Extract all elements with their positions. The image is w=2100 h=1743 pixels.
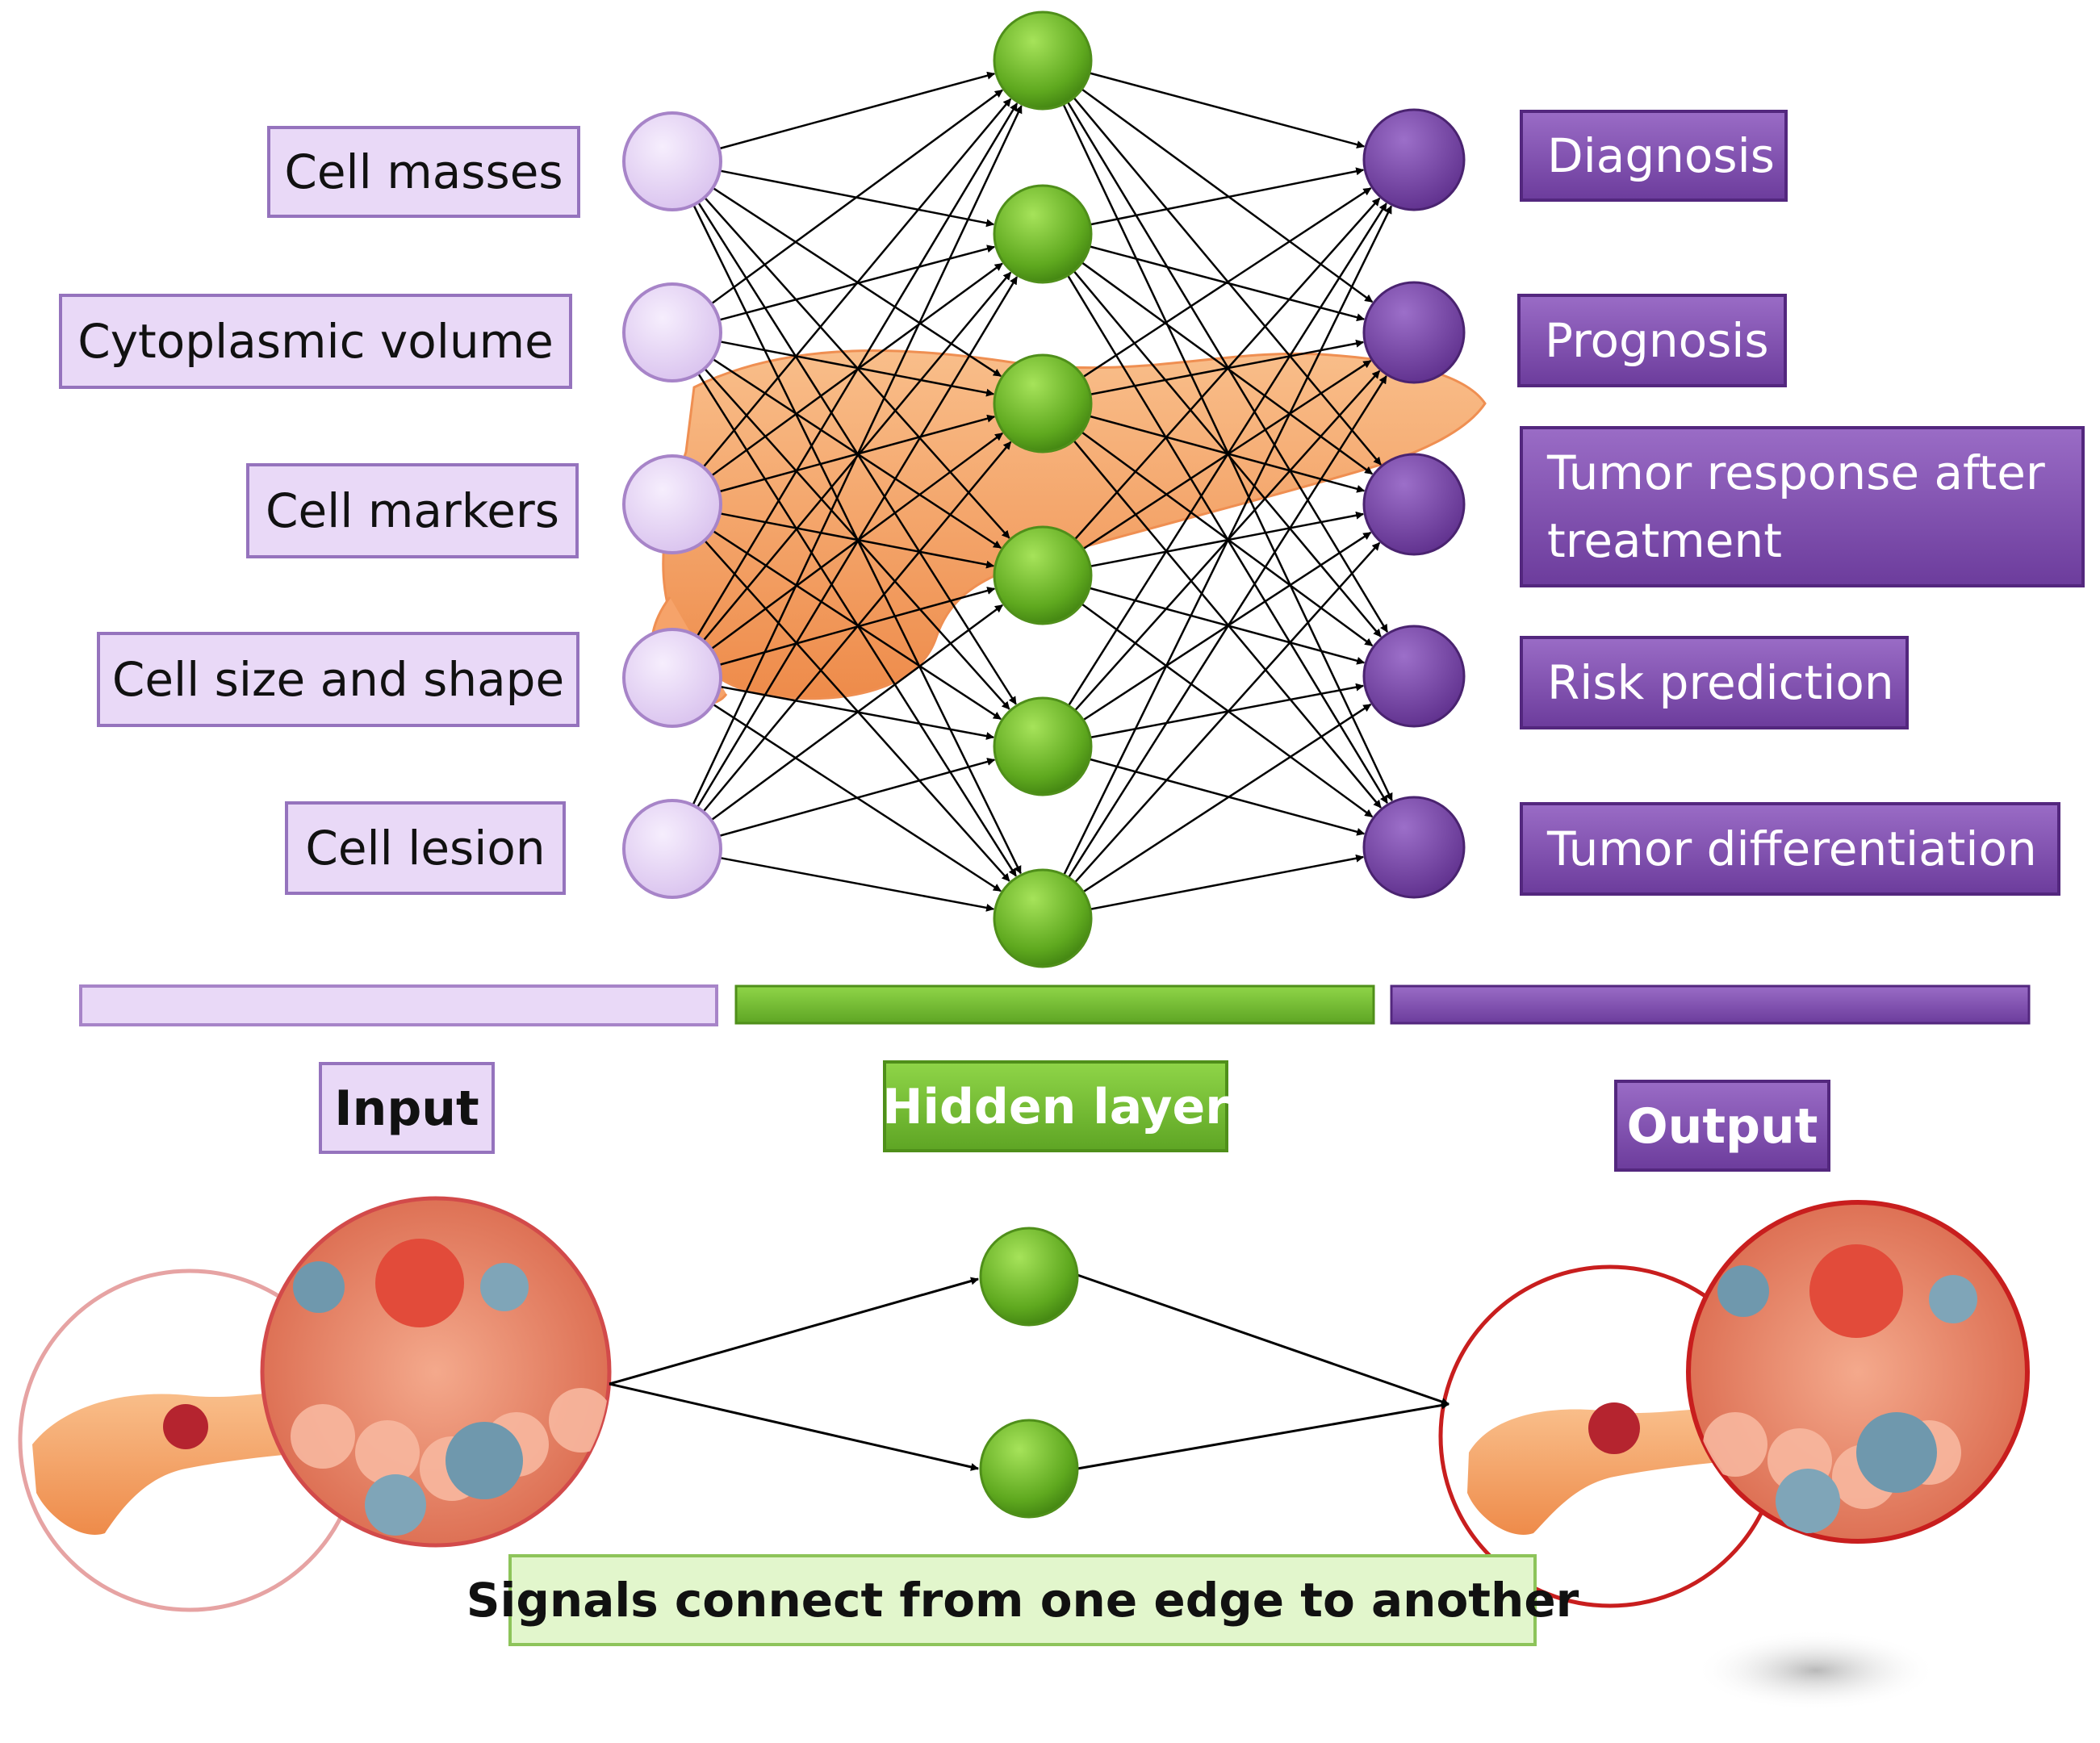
hidden-node [993,353,1093,454]
output-node [1362,453,1466,556]
output-result-label: Risk prediction [1520,636,1909,729]
output-tissue-illustration [1438,1200,2030,1711]
input-node [622,111,722,211]
hidden-node [993,868,1093,968]
hidden-node [993,184,1093,284]
input-hidden-edge [692,105,1023,806]
output-legend-label: Output [1627,1098,1818,1155]
input-hidden-edge [696,102,1019,637]
input-feature-text: Cell size and shape [112,652,564,707]
output-result-label: Prognosis [1517,294,1787,387]
output-layer-bar [1390,984,2031,1025]
input-node [622,799,722,899]
network-connections [692,71,1393,912]
output-node [1362,108,1466,211]
input-layer-bar [79,984,718,1026]
input-hidden-edge [704,539,1010,882]
input-legend: Input [319,1062,495,1154]
input-feature-label: Cell masses [267,126,580,218]
hidden-node [993,696,1093,796]
input-feature-text: Cell markers [266,483,559,538]
input-hidden-edge [710,89,1003,305]
output-result-label: Tumor response after treatment [1520,426,2085,587]
hidden-output-edge [1068,203,1387,706]
input-feature-text: Cytoplasmic volume [77,314,554,369]
hidden-legend-label: Hidden layer [882,1079,1229,1135]
hidden-output-edge [1081,603,1374,818]
input-tissue-illustration [18,1196,612,1612]
input-feature-label: Cell markers [246,463,579,558]
hidden-output-edge [1089,415,1366,493]
mini-network [609,1227,1450,1519]
hidden-output-edge [1090,167,1365,226]
output-result-label: Diagnosis [1520,110,1788,202]
hidden-output-edge [1090,854,1365,910]
input-feature-label: Cell lesion [285,801,566,895]
hidden-output-edge [1081,88,1374,303]
hidden-output-edge [1074,197,1381,541]
output-node [1362,625,1466,728]
output-legend: Output [1614,1080,1830,1172]
input-feature-label: Cell size and shape [97,632,579,727]
output-node [1362,796,1466,899]
hidden-legend: Hidden layer [882,1060,1229,1152]
hidden-output-edge [1089,758,1366,836]
input-hidden-edge [702,441,1012,813]
input-hidden-edge [718,758,996,838]
output-result-text: Prognosis [1545,313,1769,368]
input-hidden-edge [696,276,1019,809]
hidden-output-edge [1082,703,1372,893]
output-result-text: Tumor response after [1546,445,2045,500]
hidden-layer-bar [734,984,1375,1025]
input-feature-text: Cell masses [284,144,563,199]
hidden-output-edge [1089,72,1366,148]
input-legend-label: Input [334,1080,479,1137]
output-result-text: treatment [1547,513,1782,568]
output-result-text: Risk prediction [1547,655,1894,710]
input-hidden-edge [719,856,995,912]
input-node [622,454,722,554]
output-node [1362,281,1466,384]
network-nodes [622,10,1466,968]
input-node [622,628,722,728]
input-feature-label: Cytoplasmic volume [59,294,572,389]
hidden-node [993,10,1093,111]
hidden-node [993,525,1093,625]
hidden-output-edge [1082,187,1372,378]
input-feature-text: Cell lesion [305,821,545,876]
output-result-label: Tumor differentiation [1520,802,2060,896]
hidden-output-edge [1063,205,1392,876]
hidden-output-edge [1068,375,1387,878]
hidden-output-edge [1081,431,1374,647]
mini-hidden-node [979,1419,1079,1519]
input-hidden-edge [702,98,1012,468]
caption-text: Signals connect from one edge to another [466,1573,1579,1628]
mini-hidden-node [979,1227,1079,1327]
input-hidden-edge [712,529,1002,721]
output-result-text: Tumor differentiation [1546,821,2037,876]
input-hidden-edge [719,341,995,397]
hidden-output-edge [1073,440,1382,809]
output-result-text: Diagnosis [1547,128,1775,183]
hidden-output-edge [1074,541,1381,884]
input-hidden-edge [718,71,996,150]
caption-box: Signals connect from one edge to another [466,1554,1579,1646]
input-node [622,282,722,382]
input-hidden-edge [710,604,1003,821]
